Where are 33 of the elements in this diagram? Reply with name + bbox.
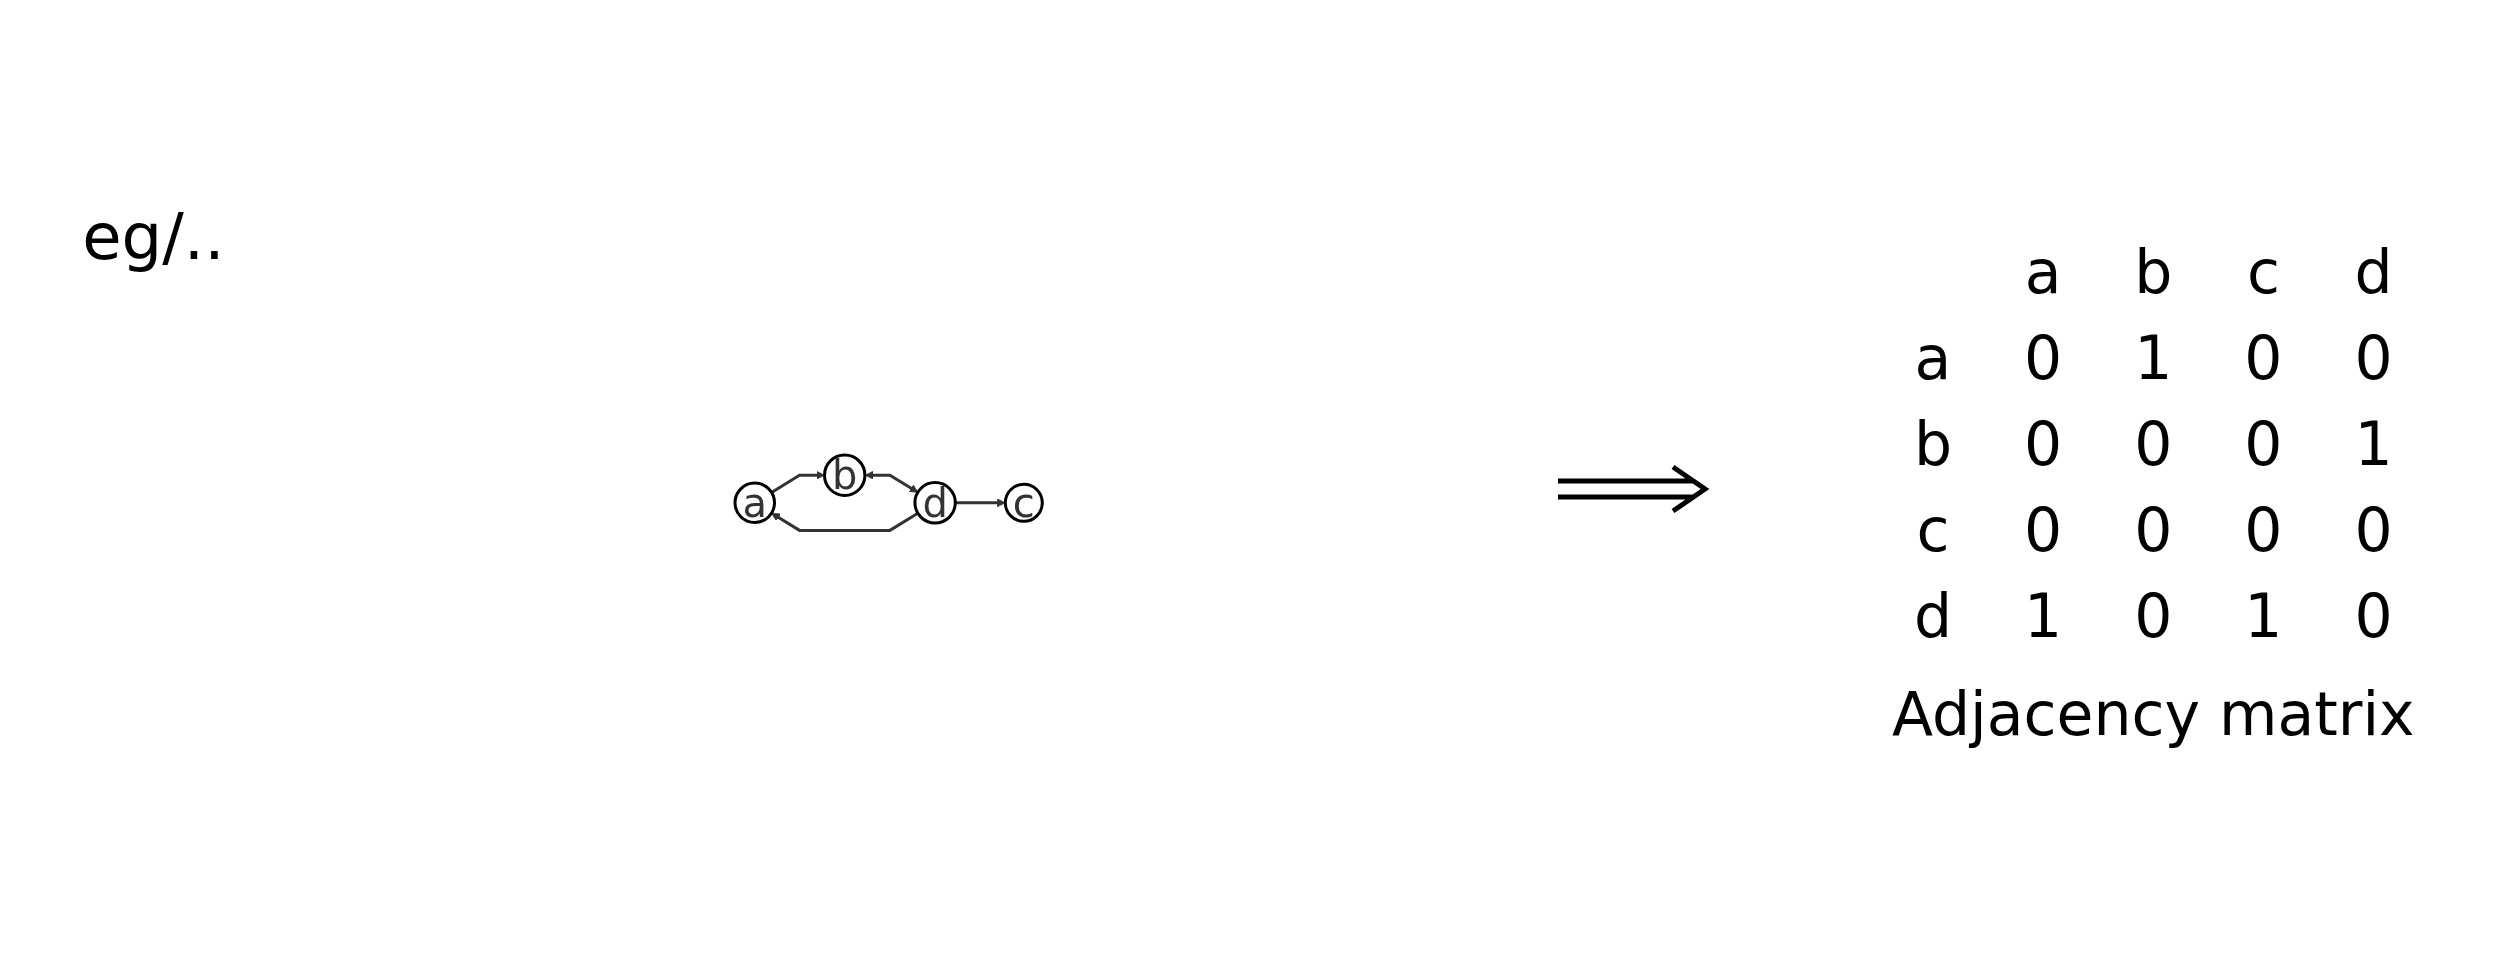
matrix-cell-text: 0: [2243, 493, 2284, 567]
arrow: [865, 470, 919, 493]
arrow: [771, 511, 919, 532]
matrix-cell-text: 1: [2023, 579, 2064, 653]
node-circle: d: [913, 480, 958, 524]
row-header: b: [1912, 407, 1953, 481]
column-header: b: [2133, 235, 2174, 309]
column-header: a: [2023, 235, 2063, 309]
matrix-cell-text: 0: [2243, 321, 2284, 395]
matrix-cell-text: 0: [2023, 493, 2064, 567]
matrix-cell-text: 0: [2353, 493, 2394, 567]
column-header: d: [2353, 235, 2394, 309]
matrix-cell-text: 0: [2133, 579, 2174, 653]
matrix-cell-text: 0: [2243, 407, 2284, 481]
arrow: [955, 497, 1006, 507]
row-header: c: [1915, 493, 1951, 567]
matrix-cell-text: 1: [2243, 579, 2284, 653]
node-circle: a: [733, 481, 777, 524]
matrix-cell-text: 0: [2023, 407, 2064, 481]
row-header: d: [1912, 579, 1953, 653]
matrix-cell-text: 1: [2133, 321, 2174, 395]
matrix-cell-text: 0: [2353, 579, 2394, 653]
matrix-caption: Adjacency matrix: [1892, 678, 2415, 749]
column-header: c: [2245, 235, 2281, 309]
node-circle: c: [1004, 482, 1045, 523]
matrix-cell-text: 0: [2133, 407, 2174, 481]
matrix-cell-text: 0: [2133, 493, 2174, 567]
row-header: a: [1913, 321, 1953, 395]
matrix-cell-text: 1: [2353, 407, 2394, 481]
matrix-cell-text: 0: [2023, 321, 2064, 395]
example-note: eg/..: [82, 200, 225, 274]
matrix-cell-text: 0: [2353, 321, 2394, 395]
node-circle: b: [823, 453, 867, 497]
